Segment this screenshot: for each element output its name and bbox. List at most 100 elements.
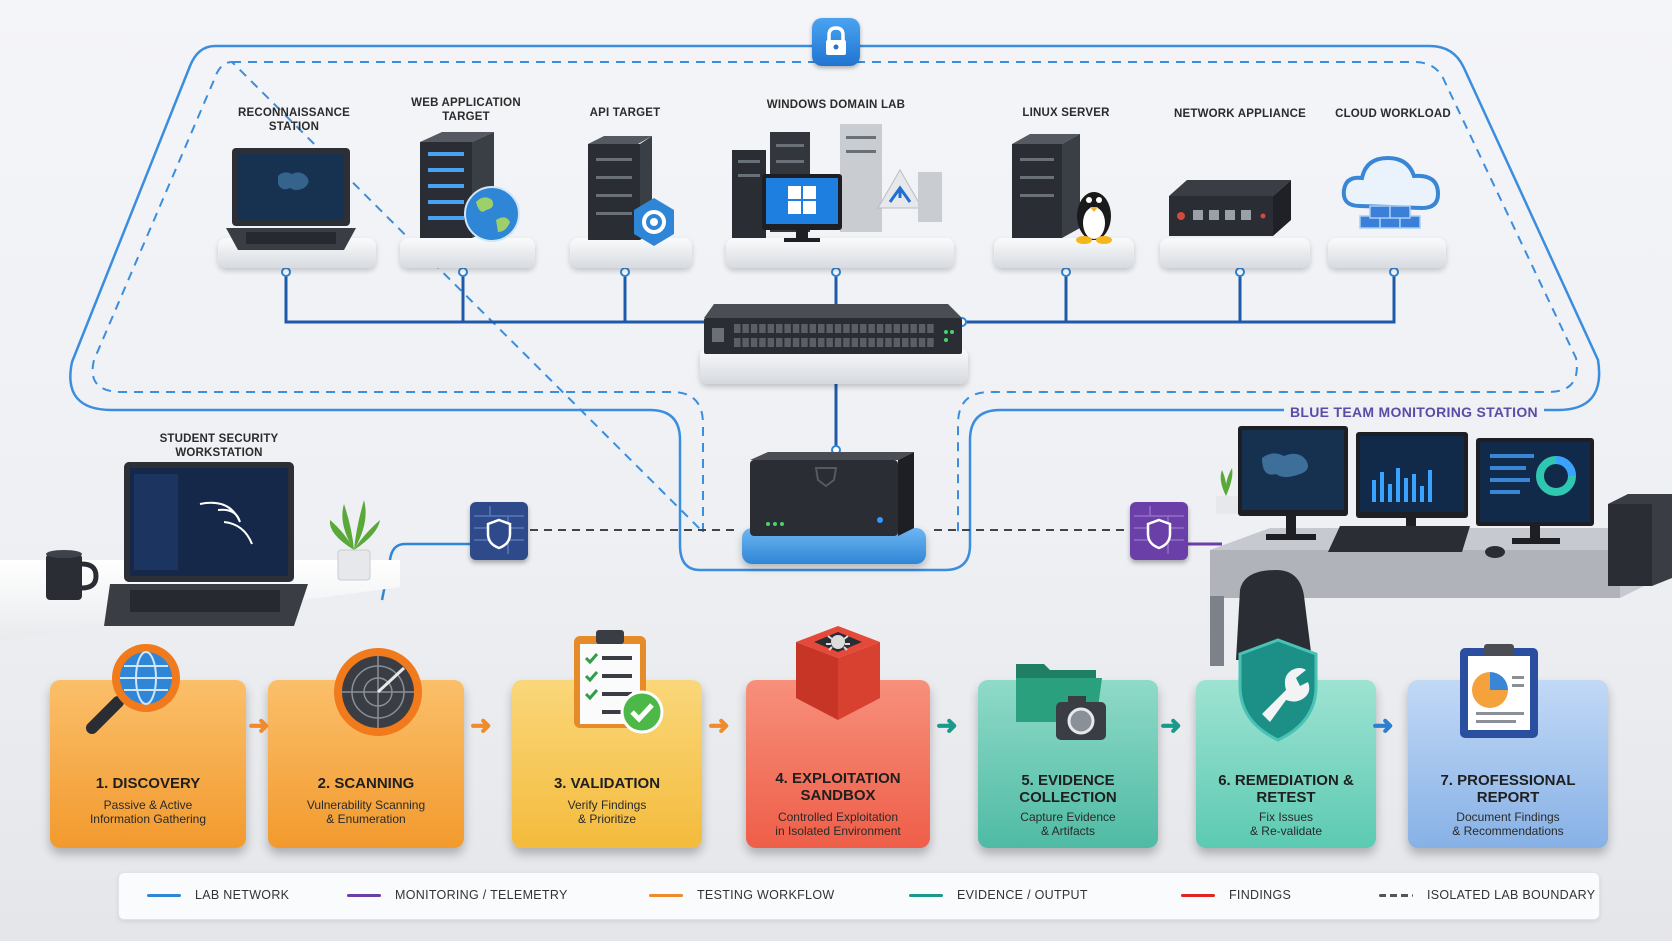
node-label-cloud: Cloud Workload <box>1335 108 1451 120</box>
switch-port <box>910 338 917 347</box>
laptop-icon <box>104 460 314 635</box>
node-label-recon: Reconnaissance Station <box>237 107 351 133</box>
node-platform <box>994 238 1134 268</box>
switch-port <box>927 324 934 333</box>
switch-port <box>759 324 766 333</box>
step-desc: Fix Issues& Re-validate <box>1249 810 1323 838</box>
checklist-icon <box>568 626 668 741</box>
switch-port <box>868 338 875 347</box>
blue-team-label: Blue Team Monitoring Station <box>1284 404 1544 420</box>
switch-port <box>851 338 859 347</box>
workflow-arrow: ➜ <box>1160 710 1182 740</box>
legend-swatch <box>649 894 683 898</box>
firewall-shield-icon <box>470 502 528 560</box>
node-platform <box>1160 238 1310 268</box>
switch-port <box>893 338 901 347</box>
switch-port <box>876 324 884 333</box>
node-platform <box>570 238 692 268</box>
folder-camera-icon <box>1010 650 1120 755</box>
switch-port <box>734 338 741 347</box>
switch-port <box>860 338 867 347</box>
switch-port <box>776 338 783 347</box>
switch-port <box>868 324 875 333</box>
step-title: 7. Professional Report <box>1440 772 1576 806</box>
switch-port <box>902 338 909 347</box>
switch-port <box>885 324 892 333</box>
switch-port <box>818 324 825 333</box>
workflow-arrow: ➜ <box>936 710 958 740</box>
switch-port <box>759 338 766 347</box>
laptop-icon <box>226 146 356 261</box>
switch-port <box>885 338 892 347</box>
switch-port <box>792 324 800 333</box>
workflow-arrow: ➜ <box>248 710 270 740</box>
student-label: Student Security Workstation <box>159 433 279 459</box>
switch-port <box>818 338 825 347</box>
switch-port <box>750 338 758 347</box>
step-title: 1. Discovery <box>95 775 201 792</box>
step-desc: Capture Evidence& Artifacts <box>1020 810 1116 838</box>
switch-port <box>893 324 901 333</box>
switch-port <box>767 338 775 347</box>
linux-server-icon <box>1006 128 1126 253</box>
legend: Lab Network Monitoring / Telemetry Testi… <box>118 872 1600 920</box>
globe-magnifier-icon <box>72 640 192 745</box>
switch-port <box>826 338 833 347</box>
coffee-mug-icon <box>40 548 100 609</box>
legend-swatch <box>347 894 381 898</box>
switch-port <box>918 338 926 347</box>
workflow-arrow: ➜ <box>470 710 492 740</box>
legend-swatch <box>909 894 943 898</box>
plant-icon <box>324 494 384 589</box>
switch-port <box>834 338 842 347</box>
radar-icon <box>328 640 428 745</box>
gateway-router-icon <box>680 450 930 570</box>
legend-item-boundary: Isolated Lab Boundary <box>1379 888 1595 902</box>
switch-port <box>826 324 833 333</box>
network-appliance-icon <box>1165 172 1295 257</box>
switch-port <box>742 324 749 333</box>
legend-item-evidence: Evidence / Output <box>909 888 1088 902</box>
legend-swatch <box>1379 894 1413 898</box>
switch-port <box>809 338 817 347</box>
step-title: 2. Scanning <box>317 775 415 792</box>
switch-port <box>784 338 791 347</box>
node-label-webapp: Web Application Target <box>411 97 521 123</box>
legend-item-lab-network: Lab Network <box>147 888 289 902</box>
switch-port <box>843 324 850 333</box>
switch-port <box>918 324 926 333</box>
step-title: 6. Remediation & Retest <box>1218 772 1354 806</box>
step-desc: Vulnerability Scanning& Enumeration <box>306 798 426 826</box>
step-title: 4. Exploitation Sandbox <box>775 770 901 804</box>
monitors-desk-icon <box>1200 420 1672 695</box>
legend-item-testing: Testing Workflow <box>649 888 834 902</box>
cloud-icon <box>1338 144 1448 249</box>
report-icon <box>1454 642 1564 747</box>
server-globe-icon <box>416 128 526 253</box>
shield-wrench-icon <box>1228 636 1328 751</box>
switch-port <box>851 324 859 333</box>
node-platform <box>1328 238 1446 268</box>
switch-port <box>860 324 867 333</box>
sandbox-bug-icon <box>778 620 898 735</box>
node-platform <box>400 238 535 268</box>
switch-port <box>742 338 749 347</box>
workflow-step-scanning: 2. Scanning Vulnerability Scanning& Enum… <box>268 680 464 848</box>
switch-port <box>767 324 775 333</box>
node-platform <box>726 238 954 268</box>
server-gear-icon <box>584 130 684 255</box>
switch-port <box>776 324 783 333</box>
switch-port <box>750 324 758 333</box>
node-label-api: API Target <box>589 107 661 119</box>
switch-port <box>801 324 808 333</box>
legend-item-monitoring: Monitoring / Telemetry <box>347 888 568 902</box>
legend-swatch <box>1181 894 1215 898</box>
windows-servers-icon <box>730 120 950 255</box>
switch-port <box>809 324 817 333</box>
switch-port <box>734 324 741 333</box>
network-switch-icon <box>700 300 968 384</box>
step-desc: Document Findings& Recommendations <box>1452 810 1564 838</box>
